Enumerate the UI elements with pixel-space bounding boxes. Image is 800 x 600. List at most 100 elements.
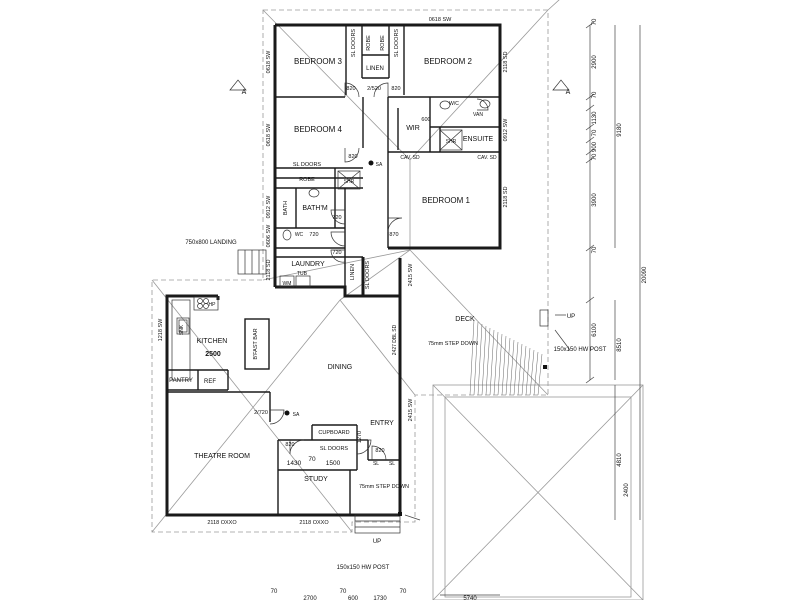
internal-walls [166, 25, 500, 515]
door-size: 870 [389, 232, 398, 238]
dim-label: 8510 [617, 338, 623, 352]
deck-hatch-line [505, 337, 511, 396]
shr-ens-label: SHR [446, 139, 457, 145]
section-a-left: A [242, 89, 247, 96]
dim-label: 1430 [287, 460, 302, 467]
deck-hatch-line [469, 319, 475, 396]
study-label: STUDY [304, 476, 328, 483]
smoke-alarm-icon [368, 160, 374, 166]
bathm-label: BATH'M [302, 205, 327, 212]
wir-label: WIR [406, 125, 420, 132]
dim-label: 70 [592, 18, 598, 25]
bath-label: BATH [283, 201, 289, 215]
dimension-labels: 70 2900 70 1130 70 900 70 3900 70 6100 9… [271, 18, 648, 600]
window-label: 2118 OXXO [207, 520, 237, 526]
sl-doors-study-label: SL DOORS [320, 446, 349, 452]
door-size: 600 [421, 117, 430, 123]
window-label: 0618 SW [266, 123, 272, 146]
sl-doors-label-2: SL DOORS [394, 29, 400, 58]
step-down-deck-note: 75mm STEP DOWN [428, 341, 478, 347]
dim-label: 70 [592, 246, 598, 253]
dim-label: 4810 [617, 453, 623, 467]
sl-note-1: SL [373, 461, 379, 467]
dim-tick [585, 123, 595, 131]
dim-tick [585, 148, 595, 156]
deck-label: DECK [455, 316, 475, 323]
bedroom3-label: BEDROOM 3 [294, 57, 343, 66]
deck-hatch-line [529, 349, 535, 396]
laundry-label: LAUNDRY [291, 261, 325, 268]
tub-label: TUB [297, 271, 308, 277]
hp-label: HP [209, 302, 217, 308]
window-label: 0606 SW [266, 224, 272, 247]
deck-hatch-line [497, 333, 503, 396]
window-labels: 0618 SW 0618 SW 2118 SD 0912 SW 0618 SW … [158, 17, 509, 526]
door-size: 820 [391, 86, 400, 92]
robe1-label: ROBE [366, 35, 372, 51]
door-size: 820 [348, 154, 357, 160]
window-label: 0912 SW [266, 195, 272, 218]
deck-hatch-line [533, 351, 539, 396]
linen-top-label: LINEN [366, 66, 384, 72]
shr-hall-label: SHR [344, 179, 355, 185]
hw-post-note-1: 150x150 HW POST [554, 347, 607, 353]
dim-label: 1500 [326, 460, 341, 467]
dbl-sd-note: 2427 DBL SD [392, 324, 398, 355]
dim-label: 2700 [303, 596, 317, 600]
ref-label: REF [204, 379, 216, 385]
dim-label: 900 [592, 141, 598, 152]
door-size: 820 [285, 442, 294, 448]
van-label: VAN [473, 112, 483, 118]
window-label: 1218 SW [158, 318, 164, 341]
deck-hatch [469, 319, 543, 396]
deck-hatch-line [501, 335, 507, 396]
dim-label: 600 [348, 596, 359, 600]
bedroom1-label: BEDROOM 1 [422, 196, 471, 205]
linen-lower-label: LINEN [350, 264, 356, 280]
wm-label: WM [283, 281, 292, 287]
landing-note: 750x800 LANDING [185, 240, 237, 246]
hw-post-icon [543, 365, 547, 369]
pavilion-roof [432, 384, 644, 600]
bedroom2-label: BEDROOM 2 [424, 57, 473, 66]
fixtures [178, 99, 491, 416]
robe2-label: ROBE [380, 35, 386, 51]
dim-label: 20090 [642, 266, 648, 283]
room-labels: BEDROOM 3 BEDROOM 2 BEDROOM 4 BEDROOM 1 … [169, 29, 493, 483]
deck-hatch-line [517, 343, 523, 396]
toilet-icon [282, 229, 292, 241]
dim-label: 2900 [592, 55, 598, 69]
dimension-lines [404, 21, 641, 596]
section-a-right: A [566, 89, 571, 96]
dim-label: 70 [340, 589, 347, 595]
cupboard-label: CUPBOARD [318, 430, 349, 436]
hotplate-icon [197, 298, 203, 304]
deck-hatch-line [473, 321, 479, 396]
door-swings [269, 82, 489, 461]
deck-hatch-line [481, 325, 487, 396]
dim-tick [585, 104, 595, 112]
wc-ens-label: W/C [449, 101, 459, 107]
window-label: 0618 SW [429, 17, 452, 23]
window-label: 2415 SW [408, 263, 414, 286]
door-size: 820 [375, 448, 384, 454]
deck-hatch-line [485, 327, 491, 396]
window-label: 2118 OXXO [299, 520, 329, 526]
deck-hatch-line [489, 329, 495, 396]
door-size: 820 [346, 86, 355, 92]
dim-label: 70 [592, 129, 598, 136]
hw-post-note-2: 150x150 HW POST [337, 565, 390, 571]
step-down-entry-note: 75mm STEP DOWN [359, 484, 409, 490]
deck-hatch-line [493, 331, 499, 396]
ensuite-label: ENSUITE [463, 136, 494, 143]
dim-label: 5740 [463, 596, 477, 600]
cav-sd-note-2: CAV. SD [477, 155, 497, 161]
door-size: 2/520 [367, 86, 381, 92]
notes: 750x800 LANDING 75mm STEP DOWN 75mm STEP… [185, 79, 607, 571]
sa-note-2: SA [293, 412, 300, 418]
window-label: 2118 SD [266, 259, 272, 280]
dim-tick [585, 21, 595, 29]
dim-label: 70 [592, 91, 598, 98]
dim-label: 70 [400, 589, 407, 595]
wc-label: WC [295, 232, 304, 238]
